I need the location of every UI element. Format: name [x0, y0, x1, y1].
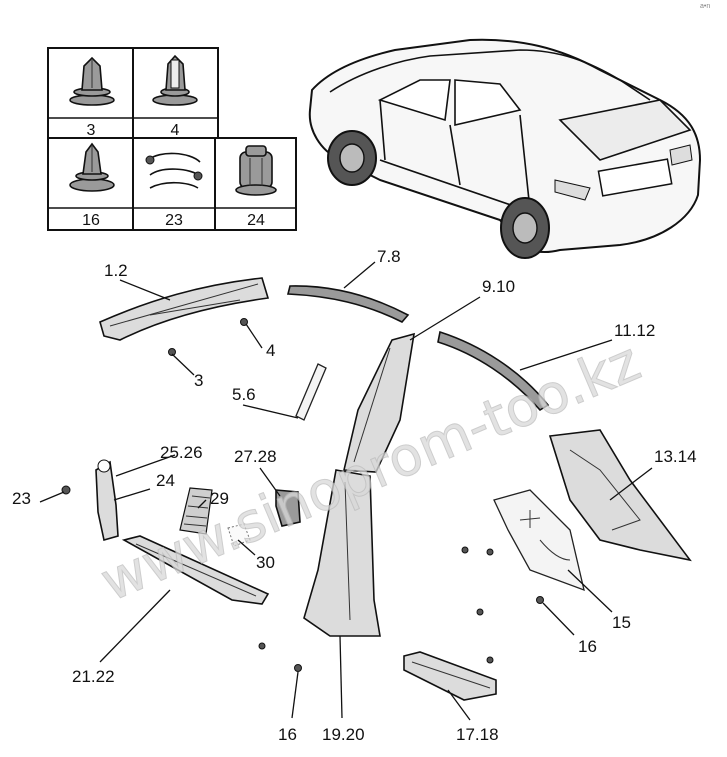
callout-21-22: 21.22 — [72, 667, 115, 686]
part-19-20-pillar-lower — [303, 469, 381, 637]
callout-30: 30 — [256, 553, 275, 572]
part-5-6-strip — [295, 363, 327, 421]
part-7-8-roof-rail — [286, 285, 410, 323]
callout-19-20: 19.20 — [322, 725, 365, 744]
push-clip-icon — [69, 142, 115, 192]
leader-lines — [39, 261, 653, 721]
callout-labels: 1.2 7.8 9.10 11.12 3 4 5.6 25.26 27.28 1… — [12, 247, 697, 744]
callout-17-18: 17.18 — [456, 725, 499, 744]
callout-29: 29 — [210, 489, 229, 508]
part-23-24-kick-trim — [61, 459, 119, 542]
key-label: 24 — [247, 212, 265, 229]
callout-15: 15 — [612, 613, 631, 632]
callout-23: 23 — [12, 489, 31, 508]
callout-13-14: 13.14 — [654, 447, 697, 466]
key-label: 4 — [171, 122, 180, 139]
callout-24: 24 — [156, 471, 175, 490]
push-clip-icon — [152, 54, 198, 106]
part-1-2-header-trim — [99, 277, 270, 341]
callout-16: 16 — [578, 637, 597, 656]
key-label: 3 — [87, 122, 96, 139]
part-15-trunk-side — [493, 489, 585, 592]
part-29-mesh — [179, 487, 213, 535]
part-9-10-pillar-upper — [343, 332, 415, 473]
part-30-pad — [227, 523, 251, 547]
loose-clips — [168, 318, 544, 672]
push-clip-icon — [69, 56, 115, 106]
car-illustration — [308, 38, 702, 259]
corner-mark: a•n — [700, 3, 710, 10]
part-17-18-rear-sill — [403, 651, 497, 701]
cap-clip-icon — [235, 145, 277, 196]
callout-1-2: 1.2 — [104, 261, 128, 280]
callout-9-10: 9.10 — [482, 277, 515, 296]
callout-5-6: 5.6 — [232, 385, 256, 404]
callout-3: 3 — [194, 371, 203, 390]
callout-11-12: 11.12 — [614, 321, 655, 340]
part-11-12-roof-rail — [437, 330, 550, 412]
part-27-28-bracket — [275, 489, 301, 527]
callout-27-28: 27.28 — [234, 447, 277, 466]
key-label: 16 — [82, 212, 100, 229]
key-label: 23 — [165, 212, 183, 229]
callout-4: 4 — [266, 341, 275, 360]
callout-16: 16 — [278, 725, 297, 744]
part-13-14-quarter-trim — [548, 429, 692, 562]
callout-25-26: 25.26 — [160, 443, 203, 462]
fastener-key-table: 3 4 16 23 24 — [47, 47, 297, 231]
part-21-22-sill-plate — [121, 535, 270, 605]
strap-clip-icon — [145, 152, 203, 189]
callout-7-8: 7.8 — [377, 247, 401, 266]
